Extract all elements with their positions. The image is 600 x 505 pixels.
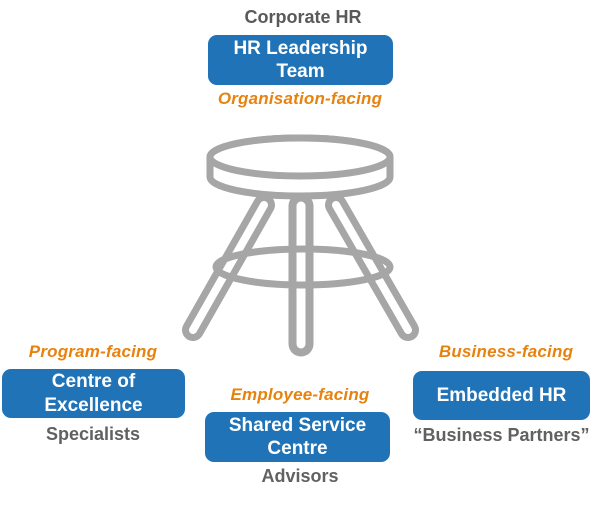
hr-leadership-team-box: HR Leadership Team: [208, 35, 393, 85]
shared-service-centre-line1: Shared Service: [228, 414, 367, 436]
business-facing-label: Business-facing: [438, 342, 574, 361]
stool-left-leg-core: [189, 201, 268, 334]
centre-of-excellence-box: Centre of Excellence: [2, 369, 185, 418]
centre-of-excellence-line1: Centre of: [51, 371, 136, 392]
centre-of-excellence-line2: Excellence: [44, 394, 143, 416]
advisors-caption: Advisors: [261, 466, 339, 486]
corporate-hr-caption: Corporate HR: [244, 7, 362, 27]
hr-leadership-team-line2: Team: [276, 61, 325, 82]
embedded-hr-line1: Embedded HR: [436, 384, 567, 406]
shared-service-centre-box: Shared Service Centre: [205, 412, 390, 462]
organisation-facing-label: Organisation-facing: [217, 89, 383, 108]
embedded-hr-box: Embedded HR: [413, 371, 590, 420]
stool-foot-ring: [212, 245, 394, 289]
business-partners-caption: “Business Partners”: [413, 425, 590, 445]
program-facing-label: Program-facing: [28, 342, 158, 361]
employee-facing-label: Employee-facing: [230, 385, 370, 404]
hr-leadership-team-line1: HR Leadership: [233, 37, 368, 59]
shared-service-centre-line2: Centre: [267, 438, 328, 459]
stool-right-leg-core: [332, 201, 412, 334]
stool-seat-top: [206, 134, 394, 180]
specialists-caption: Specialists: [45, 424, 141, 444]
